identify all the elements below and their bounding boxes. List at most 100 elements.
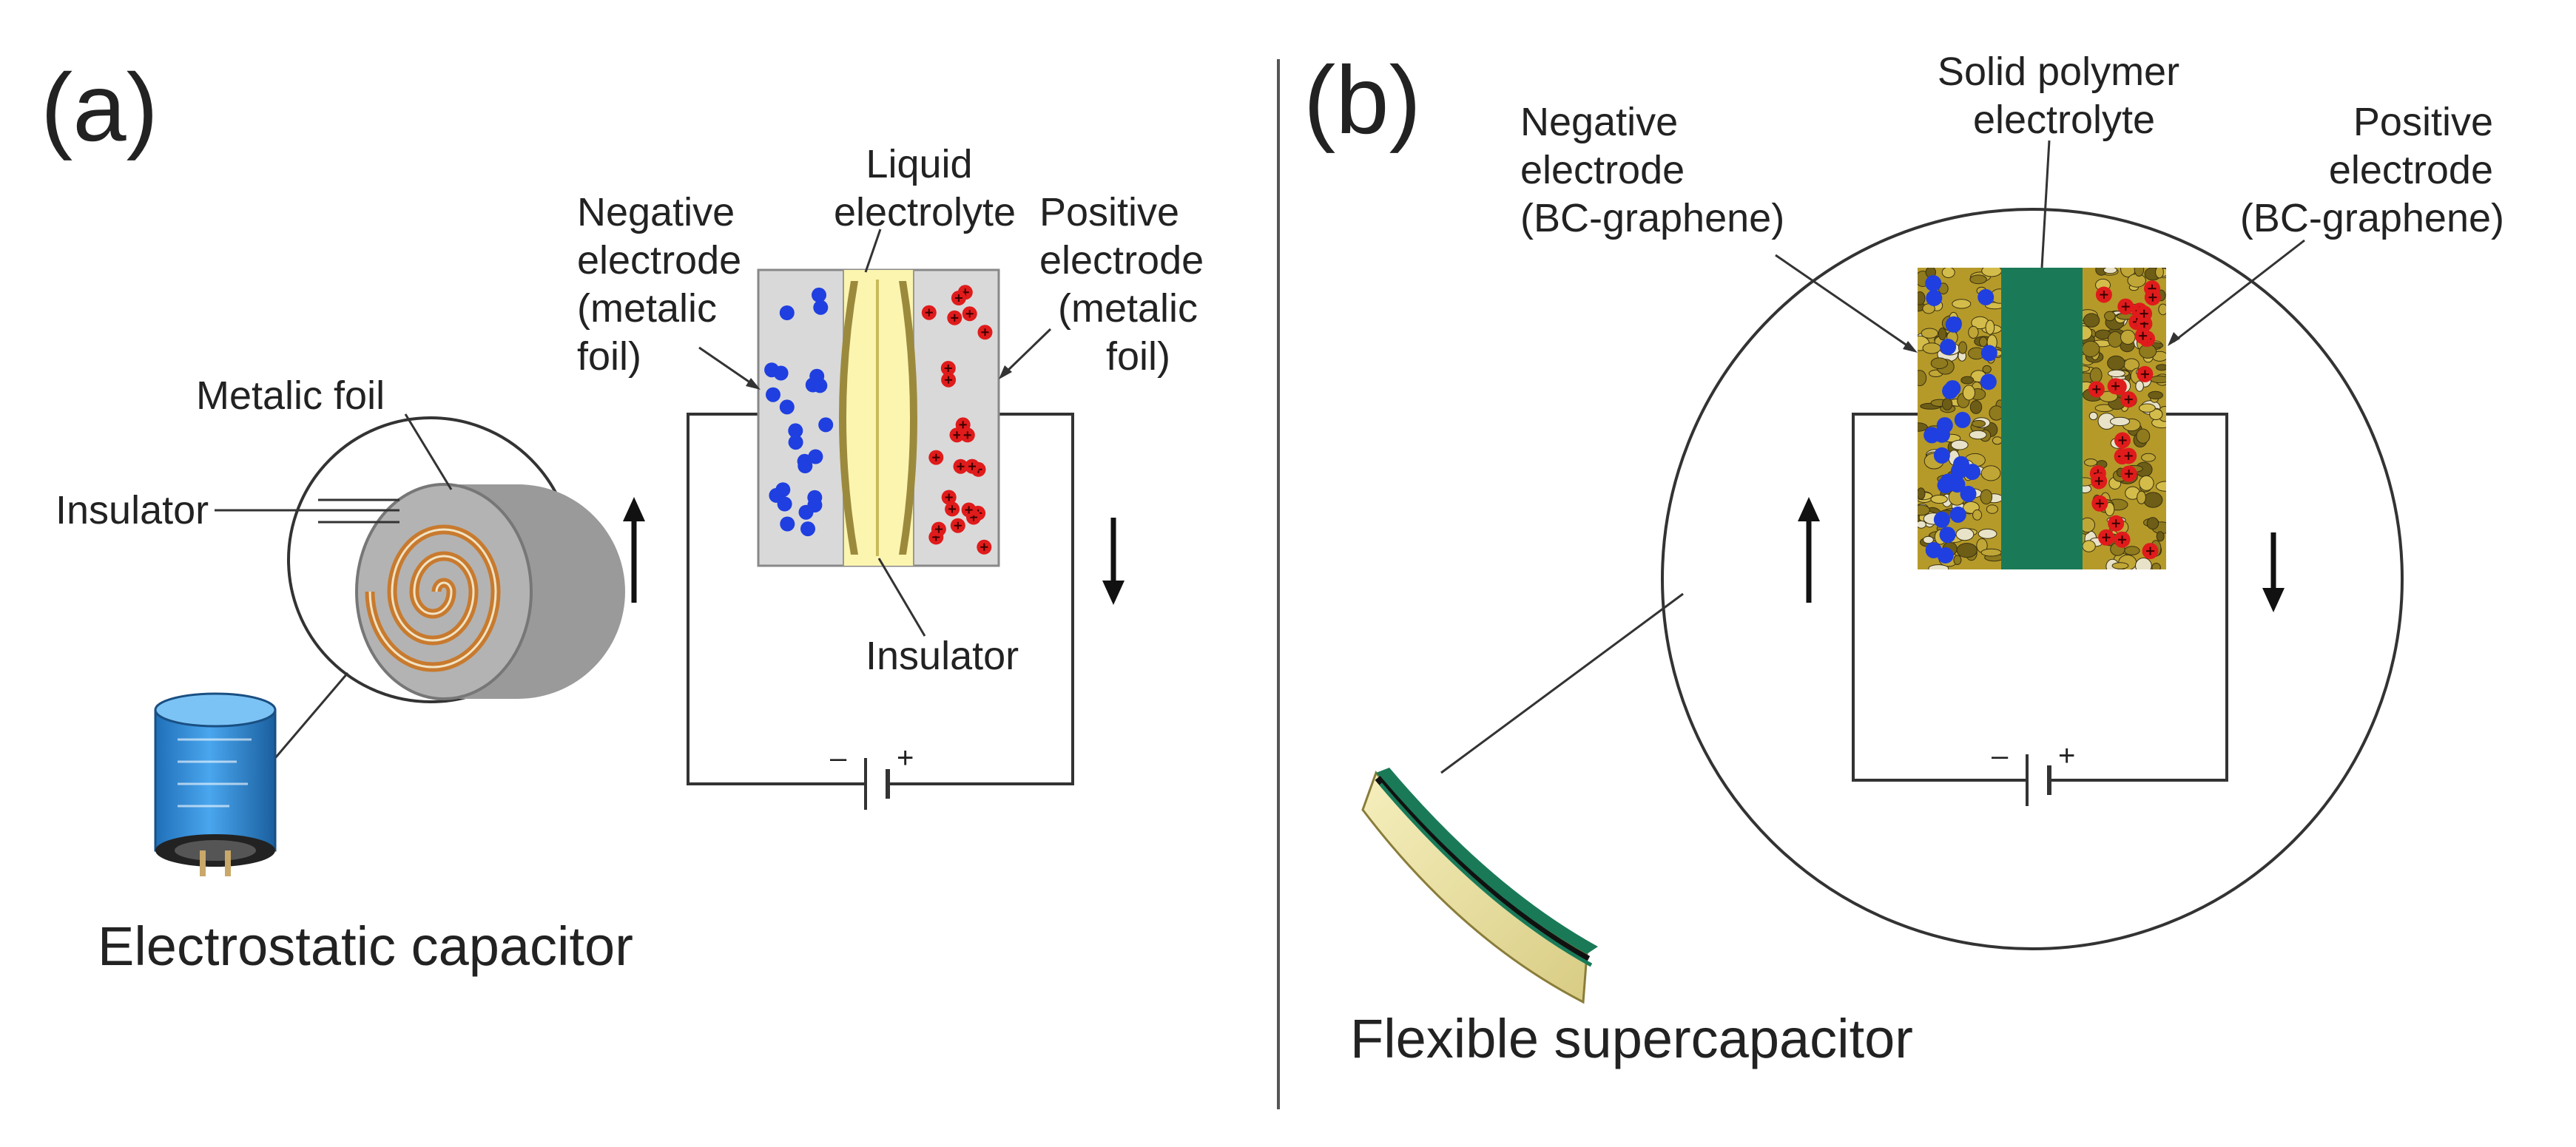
- negative-electrode-label-b: Negative electrode (BC-graphene): [1520, 100, 1784, 240]
- graphene-flake: [1980, 548, 2001, 557]
- liquid-electrolyte-label: Liquid electrolyte: [834, 142, 1016, 234]
- positive-charge-mark: [944, 365, 952, 373]
- positive-charge-mark: [925, 308, 933, 317]
- insulator-roll-leader: [215, 498, 399, 524]
- current-arrow-up-icon: [1798, 497, 1820, 603]
- graphene-flake: [2107, 355, 2125, 371]
- graphene-flake: [1955, 527, 1975, 541]
- insulator-roll-label: Insulator: [55, 488, 209, 532]
- negative-ion: [764, 362, 780, 378]
- graphene-flake: [2151, 563, 2161, 569]
- supercapacitor-cell: [1918, 268, 2166, 569]
- current-arrow-down-icon: [2262, 532, 2285, 612]
- negative-ion: [1934, 426, 1950, 443]
- graphene-flake: [2109, 416, 2131, 427]
- graphene-flake: [2083, 365, 2090, 373]
- positive-charge-mark: [2124, 395, 2133, 404]
- graphene-flake: [2083, 325, 2092, 341]
- graphene-flake: [1972, 509, 1983, 521]
- graphene-flake: [2083, 313, 2100, 328]
- graphene-flake: [1969, 400, 1983, 414]
- negative-ion: [788, 423, 803, 439]
- flexible-supercapacitor-caption: Flexible supercapacitor: [1350, 1008, 1913, 1069]
- positive-charge-mark: [2100, 291, 2108, 300]
- negative-ion: [1949, 506, 1966, 523]
- solid-polymer-label: Solid polymer electrolyte: [1938, 50, 2191, 142]
- graphene-flake: [1928, 564, 1949, 569]
- negative-ion: [1937, 547, 1954, 564]
- graphene-flake: [1969, 430, 1987, 440]
- battery-b-minus: –: [1992, 740, 2009, 772]
- current-arrow-down-icon: [1102, 518, 1125, 605]
- positive-charge-mark: [932, 453, 940, 461]
- circuit-b-right-wire: [2049, 413, 2228, 782]
- circuit-b: – +: [1798, 413, 2285, 806]
- positive-charge-mark: [2140, 309, 2148, 318]
- graphene-flake: [1972, 419, 1986, 427]
- positive-charge-mark: [954, 521, 962, 529]
- positive-charge-mark: [953, 431, 961, 439]
- graphene-flake: [1992, 436, 2001, 445]
- negative-ion: [818, 417, 834, 433]
- positive-charge-mark: [963, 431, 971, 439]
- graphene-flake: [2124, 546, 2140, 555]
- negative-ion: [1925, 275, 1942, 292]
- graphene-flake: [1930, 495, 1948, 504]
- negative-ion: [800, 521, 815, 537]
- positive-charge-mark: [959, 421, 967, 429]
- negative-ion: [1977, 288, 1995, 305]
- graphene-flake: [1922, 342, 1941, 354]
- graphene-flake: [1938, 327, 1947, 341]
- negative-ions-a: [764, 287, 834, 537]
- graphene-flake: [2137, 490, 2146, 504]
- positive-charge-mark: [2094, 476, 2103, 485]
- negative-electrode-label-a: Negative electrode (metalic foil): [577, 190, 752, 379]
- negative-ion: [1980, 345, 1997, 362]
- panel-a-letter: (a): [41, 53, 158, 161]
- negative-ion: [1949, 476, 1966, 493]
- positive-charge-mark: [951, 314, 959, 322]
- positive-charge-mark: [2139, 331, 2148, 340]
- liquid-electrolyte-leader: [864, 229, 882, 273]
- panel-a: (a) – +: [41, 53, 1204, 977]
- negative-ion: [808, 449, 823, 464]
- positive-ions-a: [921, 285, 993, 555]
- positive-charge-mark: [981, 328, 989, 336]
- negative-ion: [798, 459, 813, 473]
- positive-charge-mark: [2111, 519, 2120, 528]
- circuit-a-right-wire: [888, 413, 1074, 785]
- graphene-flake: [1986, 504, 1998, 514]
- negative-ion: [1926, 290, 1943, 306]
- graphene-flake: [2158, 303, 2166, 316]
- positive-charge-mark: [2146, 547, 2155, 555]
- graphene-flake: [2143, 492, 2163, 508]
- graphene-flake: [1977, 528, 1997, 539]
- graphene-flake: [1918, 487, 1926, 500]
- negative-ion: [1944, 380, 1961, 397]
- graphene-flake: [2135, 380, 2144, 392]
- graphene-flake: [2139, 403, 2156, 413]
- graphene-flake: [1918, 504, 1930, 516]
- zoom-leader-a: [261, 672, 349, 774]
- foil-roll-face: [355, 483, 533, 700]
- graphene-flake: [2139, 475, 2154, 491]
- adsorbed-layer-left: [839, 281, 858, 555]
- positive-charge-mark: [965, 310, 974, 318]
- graphene-flake: [2103, 268, 2117, 274]
- positive-charge-mark: [965, 506, 973, 514]
- negative-electrode-leader-b: [1775, 254, 1918, 353]
- electrolytic-capacitor-icon: [154, 692, 277, 876]
- graphene-flake: [1941, 268, 1955, 278]
- positive-charge-mark: [2121, 302, 2130, 311]
- graphene-flake: [2083, 517, 2095, 533]
- graphene-flake: [1960, 376, 1975, 385]
- graphene-flake: [2089, 367, 2103, 384]
- positive-charge-mark: [2111, 382, 2120, 390]
- panel-b-letter: (b): [1304, 46, 1421, 154]
- negative-ion: [779, 399, 795, 415]
- graphene-flake: [1962, 385, 1975, 401]
- positive-charge-mark: [954, 294, 962, 302]
- positive-charge-mark: [2140, 370, 2149, 379]
- graphene-flake: [2135, 558, 2152, 569]
- graphene-flake: [1952, 299, 1972, 309]
